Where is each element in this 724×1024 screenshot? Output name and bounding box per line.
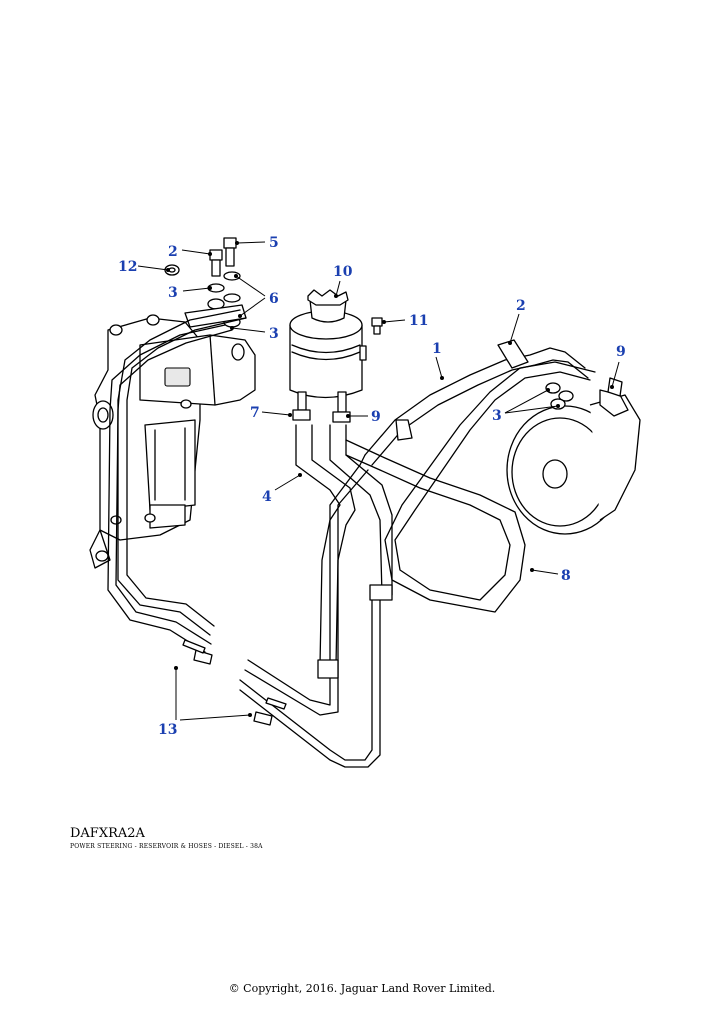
copyright-notice: © Copyright, 2016. Jaguar Land Rover Lim… (228, 982, 496, 995)
callout-10: 10 (333, 264, 353, 280)
callout-3: 3 (269, 326, 279, 342)
diagram-caption: POWER STEERING - RESERVOIR & HOSES - DIE… (70, 843, 263, 850)
callout-7: 7 (250, 405, 260, 421)
reservoir (289, 289, 367, 423)
callout-2: 2 (516, 298, 526, 314)
callout-labels: 5 2 12 3 6 3 10 11 2 1 9 7 9 3 4 8 13 (118, 235, 626, 738)
callout-12: 12 (118, 259, 137, 275)
callout-8: 8 (561, 568, 571, 584)
callout-3: 3 (492, 408, 502, 424)
callout-1: 1 (432, 341, 442, 357)
reservoir-bolt (371, 317, 383, 335)
hose-4 (295, 424, 356, 679)
callout-2: 2 (168, 244, 178, 260)
steering-box (89, 298, 256, 569)
pipe-1 (364, 339, 589, 466)
callout-9: 9 (371, 409, 381, 425)
callout-5: 5 (269, 235, 279, 251)
diagram-code: DAFXRA2A (70, 826, 145, 841)
hose-8 (329, 361, 596, 613)
callout-6: 6 (269, 291, 279, 307)
leader-lines (137, 241, 620, 721)
pump (506, 377, 641, 535)
steering-pipes (107, 309, 381, 768)
callout-3: 3 (168, 285, 178, 301)
callout-9: 9 (616, 344, 626, 360)
callout-4: 4 (262, 489, 272, 505)
callout-13: 13 (158, 722, 177, 738)
callout-11: 11 (409, 313, 428, 329)
